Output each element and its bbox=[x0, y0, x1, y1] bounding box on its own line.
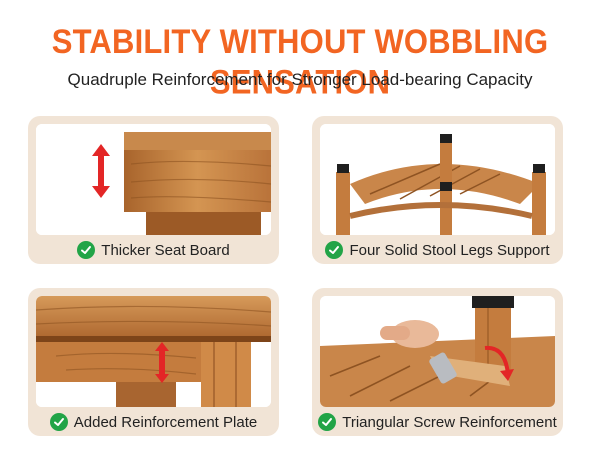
caption-text: Four Solid Stool Legs Support bbox=[349, 241, 550, 259]
headline: STABILITY WITHOUT WOBBLING SENSATION bbox=[51, 21, 549, 102]
thickness-arrow-icon bbox=[92, 144, 110, 198]
triangular-screw-photo bbox=[320, 296, 555, 407]
check-circle-icon bbox=[77, 241, 96, 259]
check-circle-icon bbox=[318, 413, 337, 431]
check-circle-icon bbox=[49, 413, 68, 431]
thickness-arrow-icon bbox=[155, 342, 169, 383]
caption-thicker-seat: Thicker Seat Board bbox=[28, 239, 279, 261]
check-circle-icon bbox=[325, 241, 344, 259]
seat-board-photo bbox=[36, 124, 271, 235]
stool-legs-photo bbox=[320, 124, 555, 235]
caption-text: Triangular Screw Reinforcement bbox=[342, 413, 557, 431]
feature-card-reinforcement-plate: Added Reinforcement Plate bbox=[28, 288, 279, 436]
caption-text: Added Reinforcement Plate bbox=[73, 413, 258, 431]
caption-text: Thicker Seat Board bbox=[101, 241, 230, 259]
feature-card-thicker-seat: Thicker Seat Board bbox=[28, 116, 279, 264]
feature-card-four-legs: Four Solid Stool Legs Support bbox=[312, 116, 563, 264]
reinforcement-plate-photo bbox=[36, 296, 271, 407]
subheadline: Quadruple Reinforcement for Stronger Loa… bbox=[67, 70, 533, 89]
caption-triangular-screw: Triangular Screw Reinforcement bbox=[312, 411, 563, 433]
caption-four-legs: Four Solid Stool Legs Support bbox=[312, 239, 563, 261]
caption-reinforcement-plate: Added Reinforcement Plate bbox=[28, 411, 279, 433]
feature-card-triangular-screw: Triangular Screw Reinforcement bbox=[312, 288, 563, 436]
